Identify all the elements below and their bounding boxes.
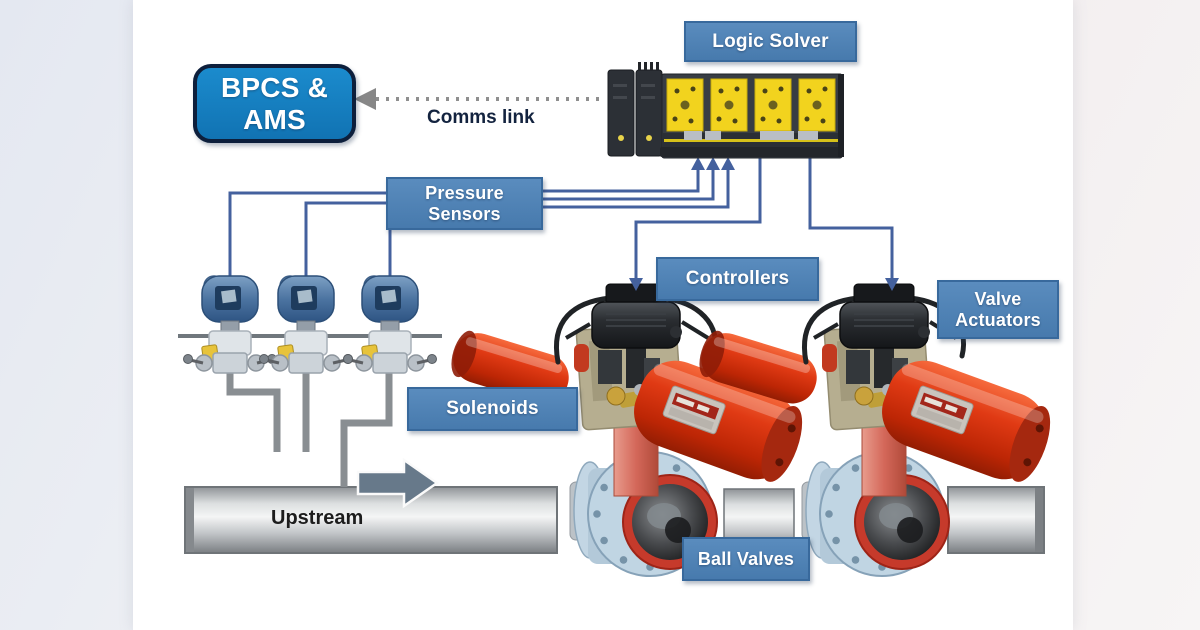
comms-link-arrow bbox=[354, 88, 606, 110]
ball-valves-text: Ball Valves bbox=[697, 548, 795, 569]
logic-solver-rack bbox=[607, 62, 844, 159]
logic-solver-text: Logic Solver bbox=[712, 30, 829, 52]
valve-actuators-line2: Actuators bbox=[955, 309, 1041, 330]
logic-solver-label: Logic Solver bbox=[684, 21, 857, 62]
pressure-sensors-line1: Pressure bbox=[425, 182, 504, 203]
signal-wires bbox=[228, 158, 894, 280]
impulse-tubes bbox=[226, 370, 393, 487]
wire-arrowheads-down bbox=[629, 278, 899, 291]
bpcs-ams-box: BPCS & AMS bbox=[193, 64, 356, 143]
flow-direction-arrow bbox=[356, 457, 440, 509]
controllers-text: Controllers bbox=[685, 268, 790, 290]
io-modules bbox=[666, 78, 836, 132]
solenoids-text: Solenoids bbox=[446, 398, 539, 420]
comms-link-label: Comms link bbox=[427, 107, 535, 128]
valve-actuators-label: Valve Actuators bbox=[937, 280, 1059, 339]
pressure-sensors-label: Pressure Sensors bbox=[386, 177, 543, 230]
valve-actuators-line1: Valve bbox=[974, 288, 1022, 309]
bpcs-line1: BPCS & bbox=[221, 72, 328, 104]
upstream-label: Upstream bbox=[271, 507, 364, 529]
pressure-sensors-line2: Sensors bbox=[428, 203, 501, 224]
wire-arrowheads-up bbox=[691, 157, 735, 170]
pressure-transmitter-3 bbox=[336, 274, 444, 375]
controllers-label: Controllers bbox=[656, 257, 819, 301]
ball-valves-label: Ball Valves bbox=[682, 537, 810, 581]
bpcs-line2: AMS bbox=[243, 103, 306, 135]
solenoids-label: Solenoids bbox=[407, 387, 578, 431]
